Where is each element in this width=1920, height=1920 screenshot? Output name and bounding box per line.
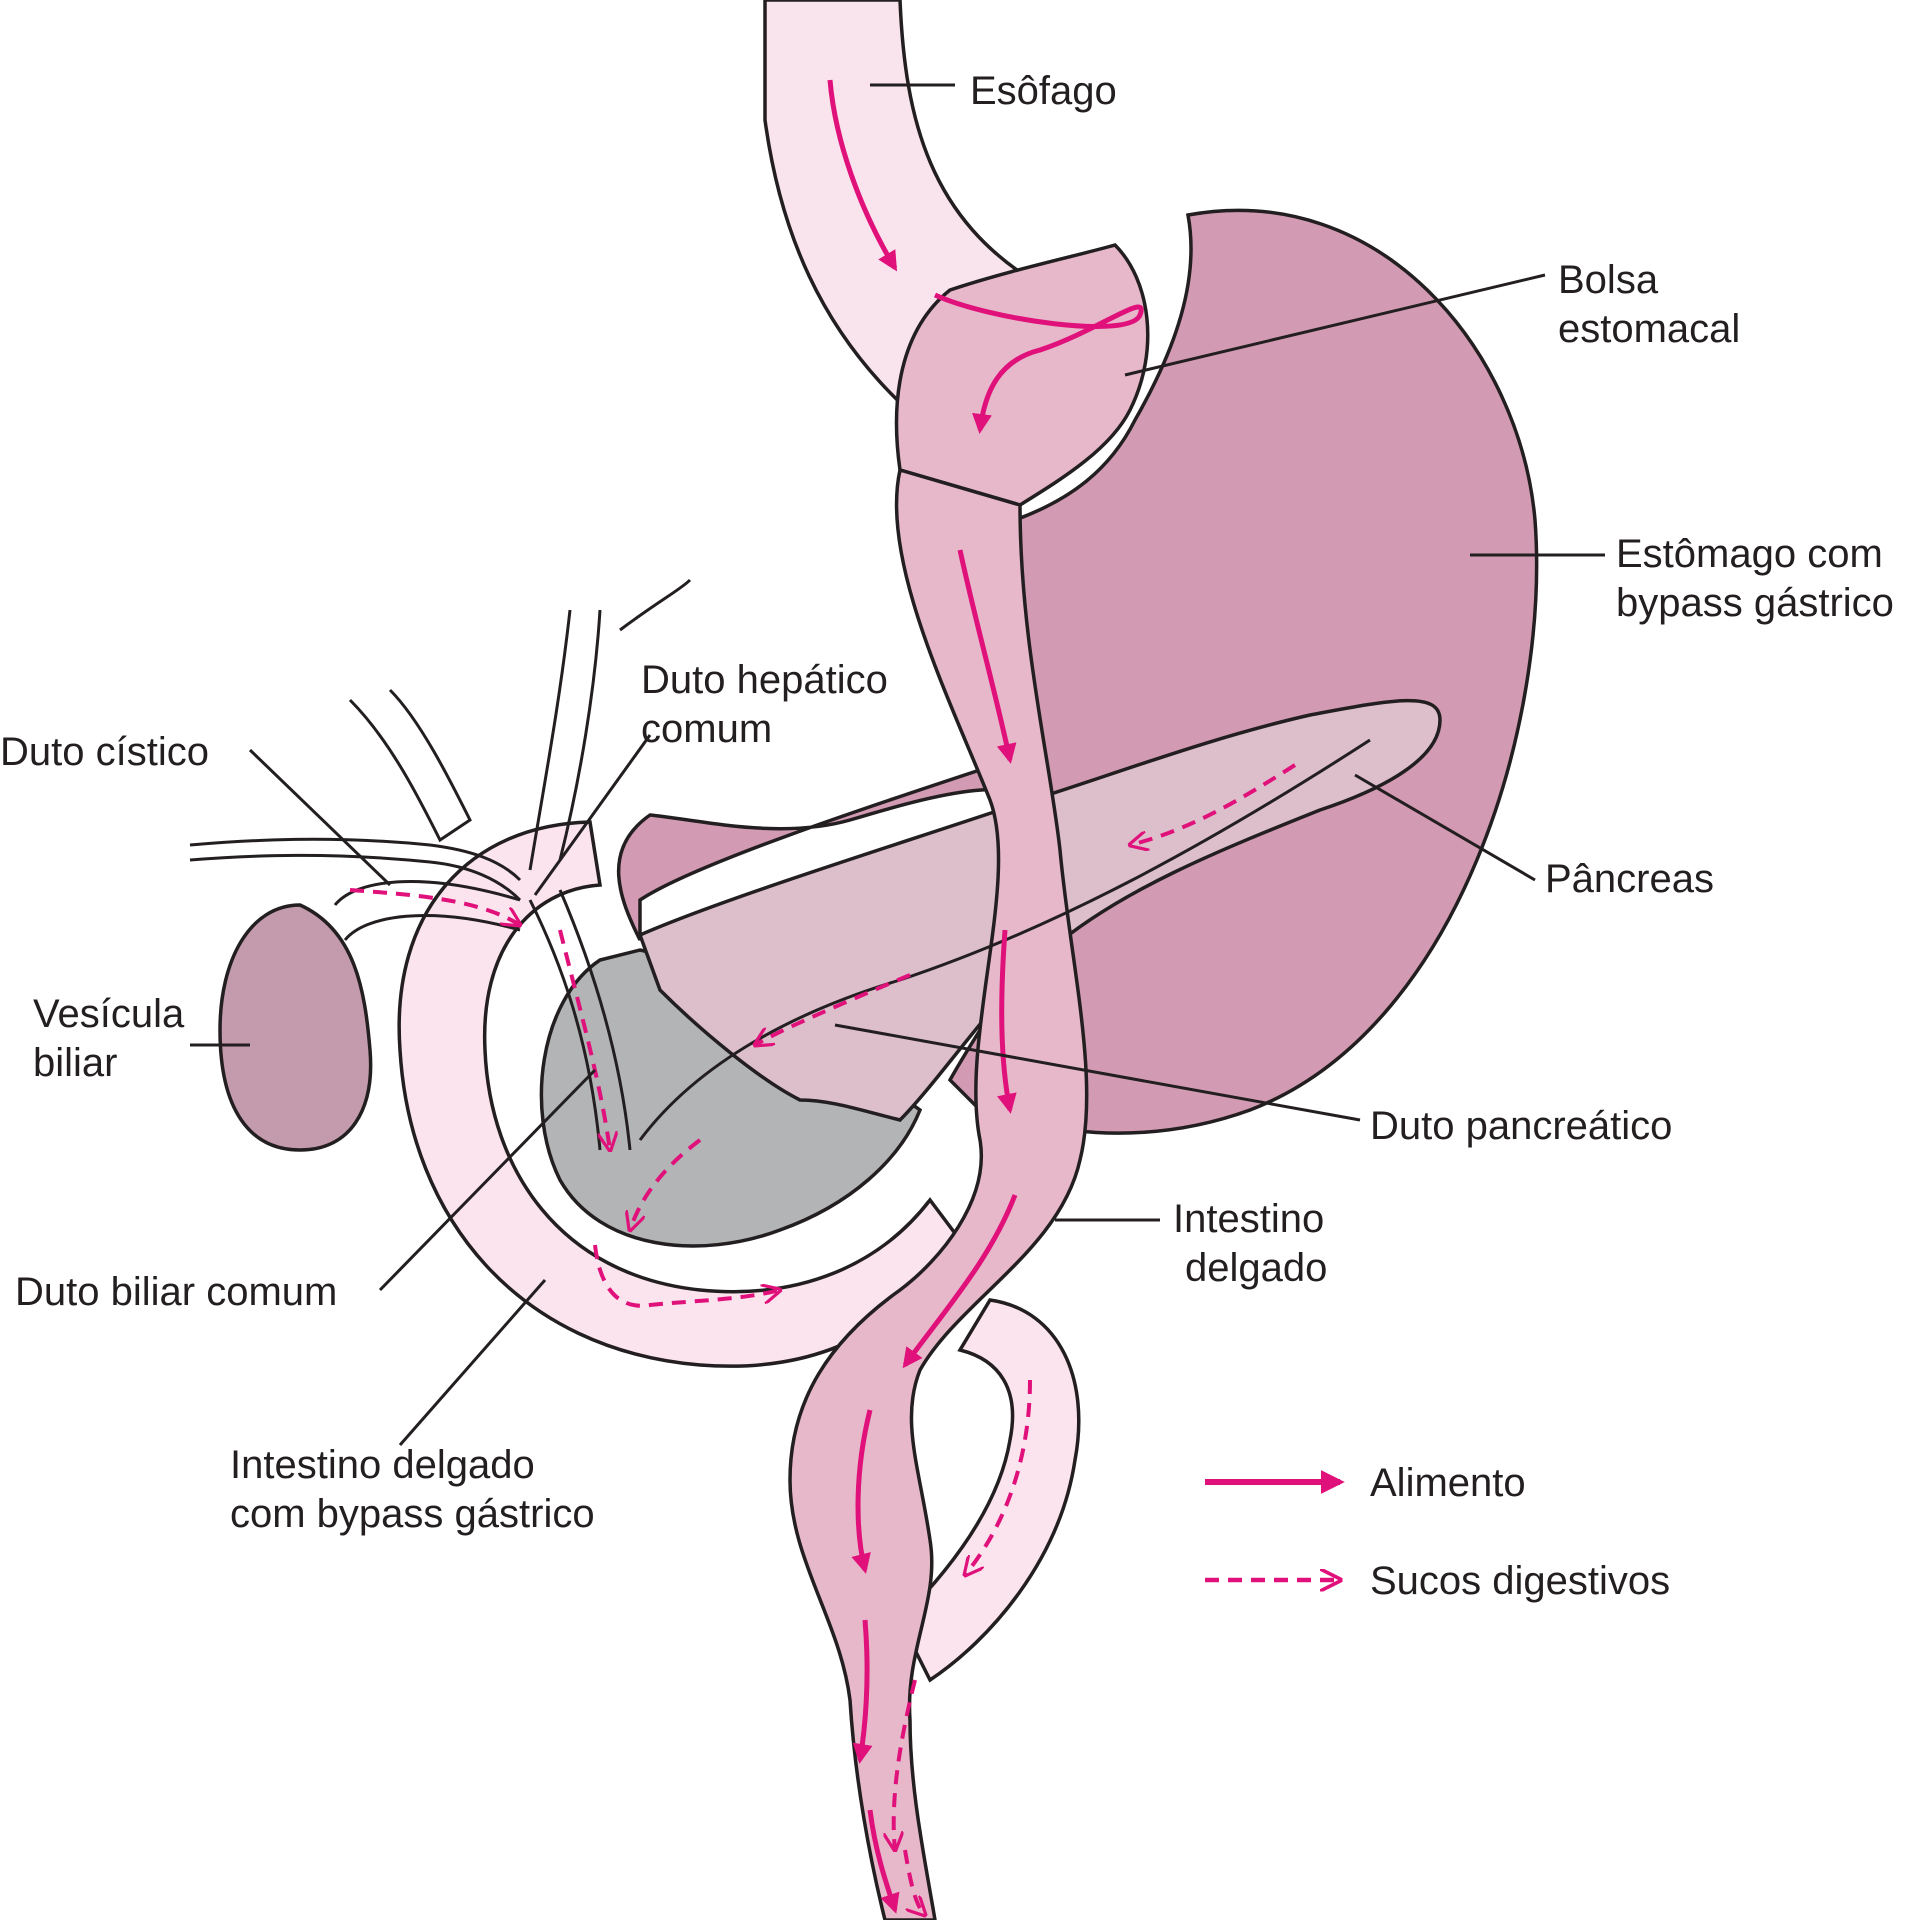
legend-food-label: Alimento bbox=[1370, 1461, 1526, 1505]
label-hepatic-duct-line1: Duto hepático bbox=[641, 658, 888, 702]
label-cystic-duct: Duto cístico bbox=[0, 730, 209, 774]
cystic-duct-tube bbox=[333, 880, 521, 941]
legend: Alimento Sucos digestivos bbox=[1205, 1461, 1670, 1603]
label-hepatic-duct-line2: comum bbox=[641, 707, 772, 751]
label-bypassed-stomach-line2: bypass gástrico bbox=[1616, 581, 1894, 625]
label-bypassed-stomach-line1: Estômago com bbox=[1616, 532, 1883, 576]
label-bypassed-intestine-line2: com bypass gástrico bbox=[230, 1492, 595, 1536]
label-pouch-line2: estomacal bbox=[1558, 307, 1740, 351]
gallbladder bbox=[218, 903, 373, 1152]
food-flow-arrows bbox=[827, 79, 1144, 1914]
pancreatic-duct-line bbox=[638, 738, 1371, 1141]
bypassed-intestine-lower bbox=[897, 1298, 1081, 1683]
label-pouch-line1: Bolsa bbox=[1558, 258, 1659, 302]
legend-juices-label: Sucos digestivos bbox=[1370, 1559, 1670, 1603]
label-gallbladder-line2: biliar bbox=[33, 1041, 117, 1085]
label-gallbladder-line1: Vesícula bbox=[33, 992, 185, 1036]
gastric-pouch bbox=[894, 243, 1150, 507]
label-pancreas: Pâncreas bbox=[1545, 857, 1714, 901]
leader-lines bbox=[190, 83, 1605, 1446]
label-esophagus: Esôfago bbox=[970, 69, 1117, 113]
label-small-intestine-line1: Intestino bbox=[1173, 1197, 1324, 1241]
hepatic-duct-tree bbox=[189, 578, 692, 1151]
label-bile-duct: Duto biliar comum bbox=[15, 1270, 337, 1314]
label-small-intestine-line2: delgado bbox=[1185, 1246, 1327, 1290]
label-bypassed-intestine-line1: Intestino delgado bbox=[230, 1443, 535, 1487]
juice-flow-arrows bbox=[349, 763, 1297, 1915]
label-pancreatic-duct: Duto pancreático bbox=[1370, 1104, 1672, 1148]
